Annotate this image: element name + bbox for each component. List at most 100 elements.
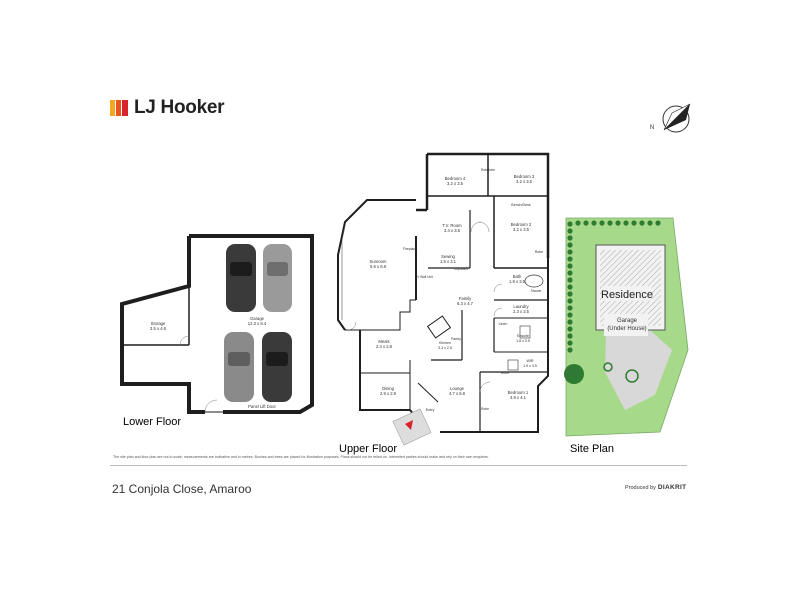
bush-icon xyxy=(567,312,573,318)
car-icon xyxy=(226,244,256,312)
room-garage-dims: 12.3 x 8.4 xyxy=(248,321,267,326)
robe-label: Robe xyxy=(487,168,495,172)
logo-text: LJ Hooker xyxy=(134,97,225,118)
bench-desk-label: Bench/Desk xyxy=(511,203,531,207)
tree-icon xyxy=(603,362,613,372)
room-meals-dims: 2.4 x 2.8 xyxy=(376,344,393,349)
room-tv-room-name: T.V. Room xyxy=(442,223,462,228)
bush-icon xyxy=(591,220,597,226)
room-bath-name: Bath xyxy=(513,274,522,279)
tree-icon xyxy=(625,369,639,383)
property-address: 21 Conjola Close, Amaroo xyxy=(112,482,252,496)
bushes xyxy=(567,220,661,353)
tree-icon xyxy=(564,364,584,384)
room-lounge-dims: 4.7 x 5.8 xyxy=(449,391,466,396)
room-laundry-name: Laundry xyxy=(513,304,529,309)
bush-icon xyxy=(567,326,573,332)
bush-icon xyxy=(647,220,653,226)
panel-lift-door-label: Panel Lift Door xyxy=(248,404,276,409)
pantry-label: Pantry xyxy=(451,337,461,341)
bush-icon xyxy=(567,319,573,325)
bush-icon xyxy=(631,220,637,226)
bush-icon xyxy=(655,220,661,226)
upper-floor-title: Upper Floor xyxy=(339,443,397,455)
room-bedroom-2-dims: 3.2 x 3.5 xyxy=(513,227,530,232)
produced-by-label: Produced by xyxy=(625,484,656,491)
bush-icon xyxy=(567,263,573,269)
bush-icon xyxy=(567,256,573,262)
room-wir-dims: 1.9 x 3.5 xyxy=(523,364,537,368)
room-bath-dims: 1.8 x 3.5 xyxy=(509,279,526,284)
room-meals-name: Meals xyxy=(378,339,389,344)
room-wir-name: WIR xyxy=(527,359,534,363)
bush-icon xyxy=(567,270,573,276)
site-plan-title: Site Plan xyxy=(570,443,614,455)
bush-icon xyxy=(567,298,573,304)
bush-icon xyxy=(567,333,573,339)
garage-under-house-label: (Under House) xyxy=(607,326,646,332)
linen-label: Linen xyxy=(499,322,508,326)
room-laundry-dims: 2.3 x 3.5 xyxy=(513,309,530,314)
room-ensuite-dims: 1.8 x 3.5 xyxy=(516,339,530,343)
bush-icon xyxy=(567,284,573,290)
room-dining-name: Dining xyxy=(382,386,395,391)
room-family-dims: 6.3 x 4.7 xyxy=(457,301,474,306)
fireplace-label: Fireplace xyxy=(403,247,417,251)
bush-icon xyxy=(567,340,573,346)
room-kitchen-dims: 3.3 x 2.5 xyxy=(438,346,452,350)
tv-wall-unit-label: TV Wall Unit xyxy=(415,275,433,279)
room-family-name: Family xyxy=(459,296,472,301)
robe-label: Robe xyxy=(481,168,489,172)
bush-icon xyxy=(615,220,621,226)
bush-icon xyxy=(567,242,573,248)
room-kitchen-name: Kitchen xyxy=(439,341,451,345)
disclaimer-text: The site plan and floor plan are not to … xyxy=(113,455,489,459)
residence-label: Residence xyxy=(601,289,653,301)
compass-icon: N xyxy=(650,103,691,133)
robe-label: Robe xyxy=(535,250,544,254)
bush-icon xyxy=(567,277,573,283)
robe-label: Robe xyxy=(481,407,489,411)
cupboard-label: Cupboard xyxy=(454,267,468,271)
room-sunroom-dims: 5.6 x 6.8 xyxy=(370,264,387,269)
car-icon xyxy=(224,332,254,402)
room-storage-name: Storage xyxy=(151,321,166,326)
bush-icon xyxy=(623,220,629,226)
room-bedroom-3-dims: 3.2 x 3.5 xyxy=(516,179,533,184)
room-ensuite-name: Ensuite xyxy=(517,334,529,338)
room-garage-name: Garage xyxy=(250,316,265,321)
lower-floor-title: Lower Floor xyxy=(123,416,181,428)
entry-label: Entry xyxy=(426,408,435,412)
lj-hooker-logo: LJ Hooker xyxy=(110,97,225,119)
logo-mark-icon xyxy=(110,100,128,116)
bush-icon xyxy=(567,305,573,311)
footer-divider xyxy=(110,465,687,466)
bush-icon xyxy=(599,220,605,226)
lower-floor-plan: Storage 3.5 x 4.6 Garage 12.3 x 8.4 Pane… xyxy=(120,234,314,414)
robe-label: Robe xyxy=(501,371,510,375)
bush-icon xyxy=(639,220,645,226)
bush-icon xyxy=(567,228,573,234)
car-icon xyxy=(263,244,292,312)
room-sewing-name: Sewing xyxy=(441,254,455,259)
bush-icon xyxy=(567,235,573,241)
bush-icon xyxy=(567,347,573,353)
bush-icon xyxy=(567,221,573,227)
room-bedroom-4-name: Bedroom 4 xyxy=(445,176,466,181)
room-bedroom-4-dims: 3.2 x 3.5 xyxy=(447,181,464,186)
room-bedroom-1-dims: 3.9 x 4.1 xyxy=(510,395,527,400)
room-sunroom-name: Sunroom xyxy=(370,259,388,264)
bush-icon xyxy=(607,220,613,226)
diakrit-brand: DIAKRIT xyxy=(657,484,687,491)
shower-label: Shower xyxy=(531,289,543,293)
entry-marker-icon xyxy=(392,408,432,446)
produced-by: Produced by DIAKRIT xyxy=(625,484,686,491)
garage-label: Garage xyxy=(617,318,638,324)
room-sewing-dims: 1.5 x 3.1 xyxy=(440,259,457,264)
room-bedroom-3-name: Bedroom 3 xyxy=(514,174,535,179)
bush-icon xyxy=(567,291,573,297)
room-storage-dims: 3.5 x 4.6 xyxy=(150,326,167,331)
room-tv-room-dims: 3.4 x 3.5 xyxy=(444,228,461,233)
car-icon xyxy=(262,332,292,402)
upper-floor-plan: Bedroom 4 3.2 x 3.5 Bedroom 3 3.2 x 3.5 … xyxy=(337,152,550,446)
